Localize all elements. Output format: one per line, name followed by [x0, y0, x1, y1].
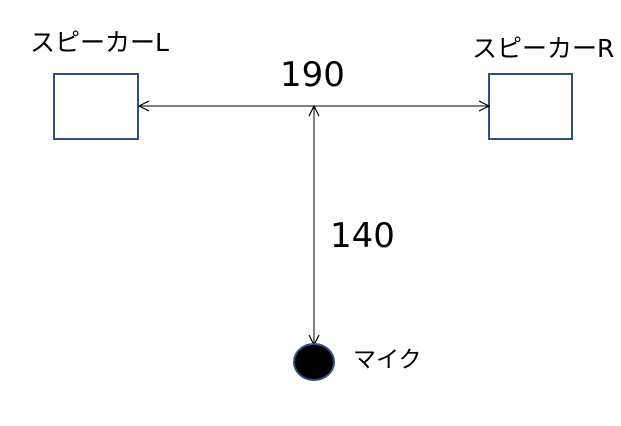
depth-dimension-label: 140 — [330, 216, 395, 256]
speaker-right-box — [488, 73, 573, 140]
microphone-label: マイク — [353, 347, 422, 373]
speaker-left-box — [53, 73, 139, 140]
microphone-dot — [293, 343, 335, 381]
speaker-left-label: スピーカーL — [30, 28, 169, 57]
width-dimension-label: 190 — [280, 55, 345, 95]
speaker-right-label: スピーカーR — [472, 34, 615, 63]
